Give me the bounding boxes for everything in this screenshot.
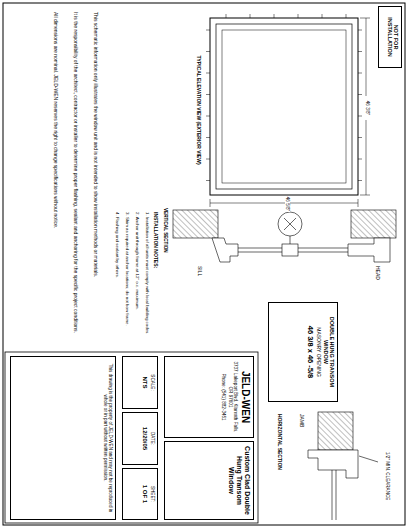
view-label: TYPICAL ELEVATION VIEW (EXTERIOR VIEW) bbox=[195, 30, 201, 190]
vertical-section bbox=[278, 212, 302, 236]
cell-text: NTS bbox=[141, 360, 148, 405]
vertical-section bbox=[348, 238, 390, 262]
cell-text: SHEET: bbox=[150, 472, 155, 516]
elevation-view bbox=[346, 14, 347, 18]
view-label: HORIZONTAL SECTION bbox=[276, 414, 282, 504]
vertical-section bbox=[173, 210, 218, 238]
elevation-view bbox=[206, 30, 210, 31]
horizontal-section bbox=[308, 450, 358, 478]
cell-text: This drawing is the property of JELD-WEN… bbox=[102, 360, 113, 516]
elevation-view bbox=[206, 14, 362, 181]
elevation-view bbox=[358, 116, 362, 117]
elevation-view bbox=[206, 73, 210, 74]
sheet-border bbox=[3, 3, 405, 525]
elevation-view bbox=[206, 116, 210, 117]
view-label: VERTICAL SECTION bbox=[163, 208, 168, 298]
horizontal-section bbox=[359, 456, 378, 462]
elevation-view bbox=[274, 14, 275, 18]
note-text: This schematic information only illustra… bbox=[92, 12, 98, 342]
title-cell: SHEET:1 OF 1 bbox=[122, 468, 158, 520]
elevation-view bbox=[358, 137, 362, 138]
note-text: 1. Installation of all units must comply… bbox=[145, 212, 150, 344]
title-cell: This drawing is the property of JELD-WEN… bbox=[10, 356, 116, 520]
horizontal-section bbox=[308, 412, 378, 520]
view-label: JAMB bbox=[298, 414, 304, 454]
dimension-label: 46 5/8" bbox=[285, 196, 290, 212]
title-cell: NOT FOR INSTALLATION bbox=[378, 6, 402, 68]
horizontal-section bbox=[332, 470, 333, 520]
cell-text: MASONRY OPENING bbox=[315, 306, 321, 398]
elevation-view bbox=[222, 30, 346, 183]
title-cell: JELD-WEN3737 Lakeport Blvd. Klamath Fall… bbox=[164, 356, 254, 438]
elevation-view bbox=[206, 94, 210, 95]
vertical-section bbox=[284, 218, 296, 230]
elevation-view bbox=[358, 51, 362, 52]
vertical-section bbox=[284, 218, 296, 230]
elevation-view bbox=[358, 94, 362, 95]
vertical-section bbox=[212, 238, 238, 262]
cell-text: 12/20/05 bbox=[141, 416, 148, 461]
dimension-lines bbox=[360, 18, 370, 19]
note-text: It is the responsibility of the architec… bbox=[72, 12, 78, 342]
elevation-view bbox=[298, 14, 299, 18]
vertical-section bbox=[173, 210, 396, 262]
elevation-view bbox=[210, 18, 358, 195]
cell-text: DATE: bbox=[150, 416, 155, 461]
horizontal-section bbox=[336, 470, 337, 520]
title-cell: DOUBLE HUNG TRANSOM WINDOWMASONRY OPENIN… bbox=[268, 302, 338, 402]
cell-text: Phone: (541) 882-3451 bbox=[221, 360, 226, 434]
elevation-view bbox=[206, 51, 210, 52]
title-cell: Custom Clad Double Hung Transom Window bbox=[164, 441, 254, 520]
elevation-view bbox=[358, 159, 362, 160]
elevation-view bbox=[250, 14, 251, 18]
vertical-section bbox=[282, 244, 298, 256]
horizontal-section bbox=[318, 412, 353, 450]
note-text: 3. Shim as required at anchor locations;… bbox=[125, 212, 130, 344]
note-text: 4. Flashing and sealant by others. bbox=[115, 212, 120, 344]
cell-text: NOT FOR INSTALLATION bbox=[386, 10, 399, 64]
cell-text: Custom Clad Double Hung Transom Window bbox=[227, 445, 251, 516]
elevation-view bbox=[322, 14, 323, 18]
dimension-lines bbox=[360, 195, 370, 196]
elevation-view bbox=[358, 180, 362, 181]
dimension-label: 46 3/8" bbox=[365, 96, 370, 120]
title-cell: SCALE:NTS bbox=[122, 356, 158, 409]
vertical-section bbox=[351, 210, 396, 238]
elevation-view bbox=[206, 159, 210, 160]
cell-text: JELD-WEN bbox=[240, 360, 252, 434]
dimension-lines bbox=[358, 199, 359, 207]
note-text: 2. Anchor unit through frame at 12" o.c.… bbox=[135, 212, 140, 344]
cell-text: SCALE: bbox=[150, 360, 155, 405]
cell-text: 1 OF 1 bbox=[141, 472, 148, 516]
elevation-view bbox=[216, 24, 352, 189]
cell-text: 3737 Lakeport Blvd. Klamath Falls, OR 97… bbox=[227, 360, 238, 434]
view-label: 1/2" MIN. CLEARANCE bbox=[385, 452, 390, 518]
note-text: All dimensions are nominal. JELD-WEN res… bbox=[52, 12, 58, 342]
cell-text: DOUBLE HUNG TRANSOM WINDOW bbox=[322, 306, 335, 398]
elevation-view bbox=[358, 30, 362, 31]
cell-text: 46 3/8 x 46 -5/8 bbox=[305, 306, 314, 398]
elevation-view bbox=[206, 14, 362, 195]
elevation-view bbox=[206, 180, 210, 181]
elevation-view bbox=[226, 14, 227, 18]
title-block-frame bbox=[5, 352, 258, 523]
view-label: SILL bbox=[196, 266, 202, 296]
dimension-lines bbox=[210, 199, 211, 207]
title-cell: DATE:12/20/05 bbox=[122, 412, 158, 465]
note-text: INSTALLATION NOTES: bbox=[152, 212, 158, 344]
view-label: HEAD bbox=[374, 266, 380, 296]
elevation-view bbox=[206, 137, 210, 138]
vertical-section bbox=[290, 236, 291, 244]
dimension-lines bbox=[210, 18, 370, 207]
elevation-view bbox=[358, 73, 362, 74]
title-block-frame bbox=[5, 352, 258, 523]
